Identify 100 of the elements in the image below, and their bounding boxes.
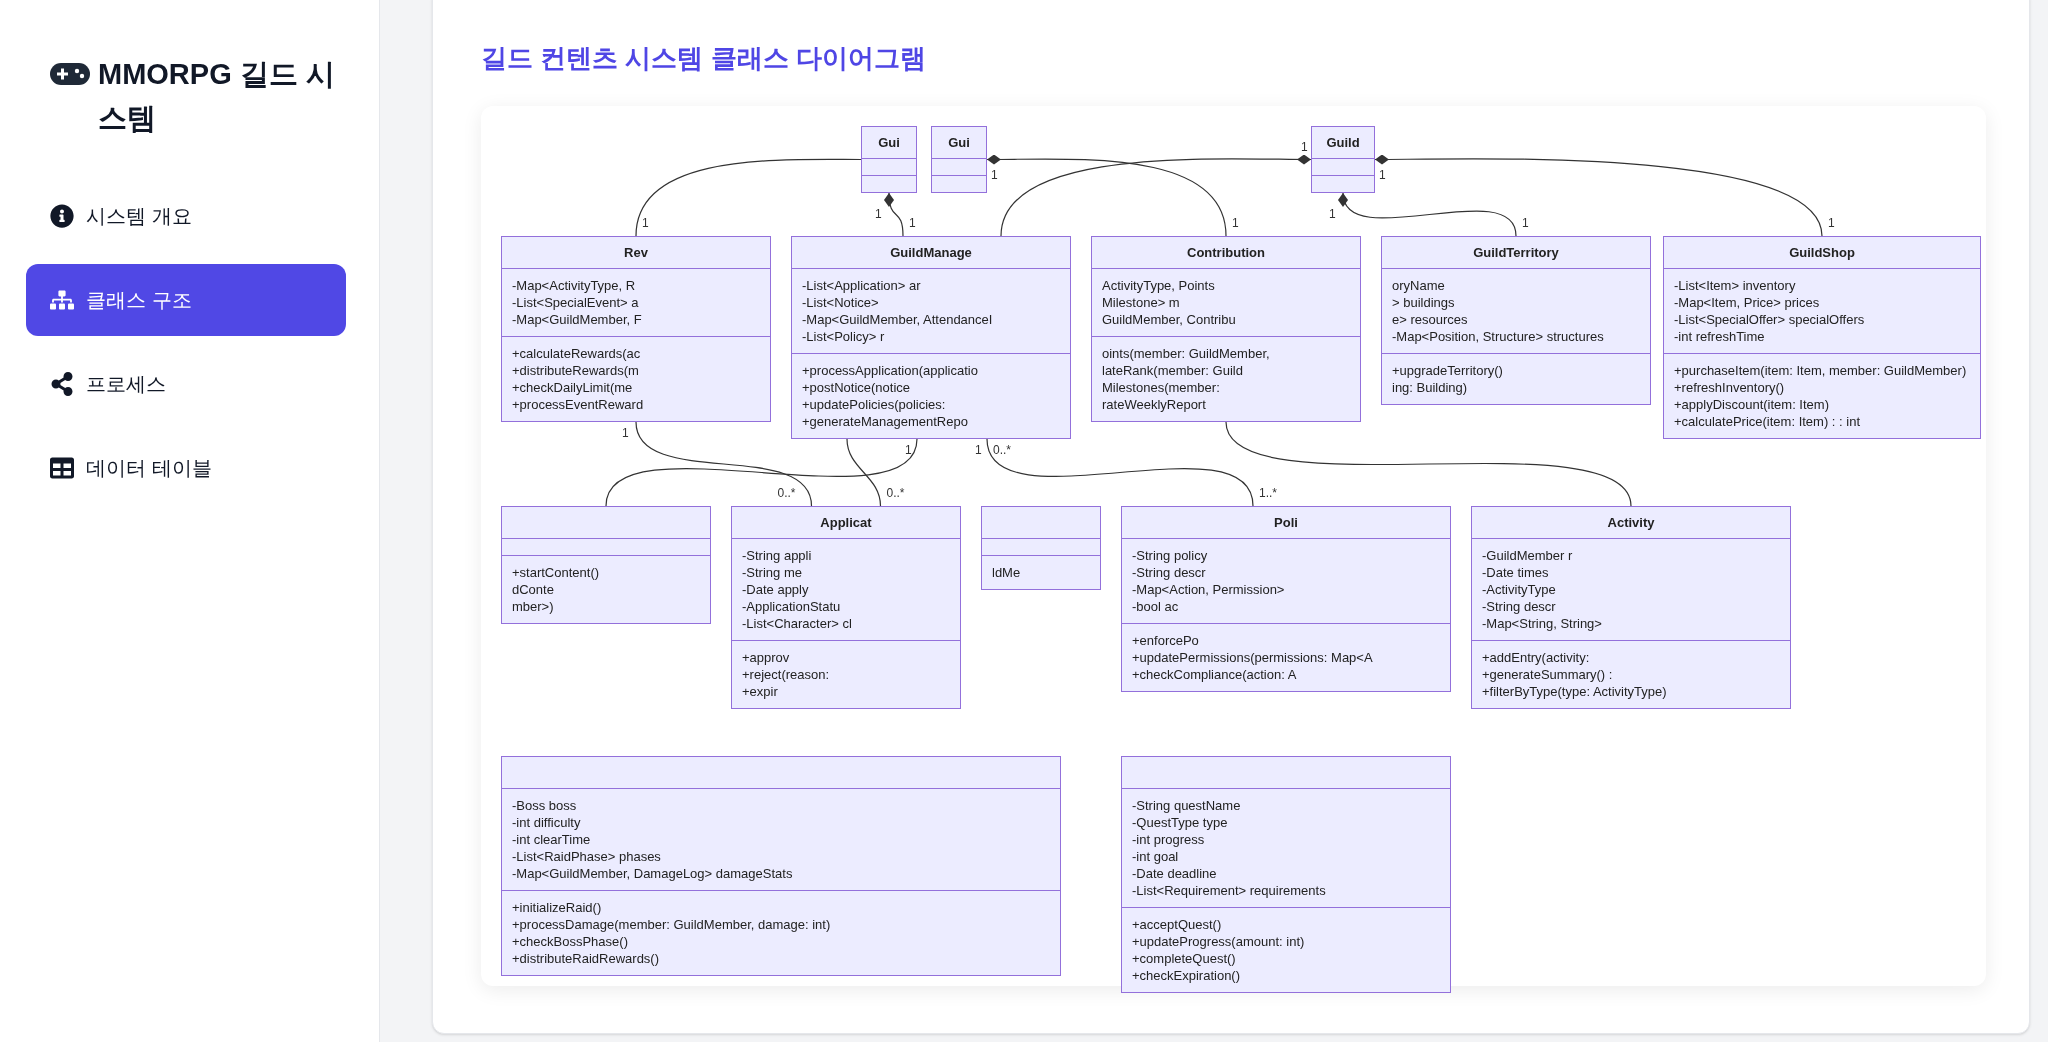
method-text: +postNotice(notice [802, 379, 911, 396]
method-text: +checkBossPhase() [512, 933, 628, 950]
class-box [1121, 506, 1451, 692]
attribute-text: oryName [1392, 277, 1445, 294]
method-text: mber>) [512, 598, 554, 615]
nav-item: 프로세스 [26, 348, 346, 420]
method-text: +refreshInventory() [1674, 379, 1785, 396]
nav-item: 클래스 구조 [26, 264, 346, 336]
method-text: +expir [742, 683, 778, 700]
class-box [501, 756, 1061, 976]
class-box [1663, 236, 1981, 439]
class-box [931, 126, 987, 193]
attribute-text: -List<Notice> [802, 294, 879, 311]
association-line [635, 421, 813, 507]
class-name: Poli [1274, 514, 1298, 531]
composition-line [986, 154, 1227, 237]
attribute-text: -String appli [742, 547, 812, 564]
method-text: +filterByType(type: ActivityType) [1482, 683, 1667, 700]
attribute-text: -int clearTime [512, 831, 591, 848]
composition-line [884, 192, 904, 237]
attribute-text: ActivityType, Points [1102, 277, 1215, 294]
attribute-text: -List<Application> ar [802, 277, 921, 294]
method-text: dConte [512, 581, 554, 598]
multiplicity-label: 0..* [886, 486, 905, 500]
attribute-text: -Map<GuildMember, F [512, 311, 642, 328]
attribute-text: -List<RaidPhase> phases [512, 848, 661, 865]
multiplicity-label: 1 [1329, 207, 1336, 221]
composition-line [1339, 192, 1517, 237]
multiplicity-label: 1 [1379, 167, 1386, 182]
attribute-text: > buildings [1392, 294, 1455, 311]
method-text: +acceptQuest() [1132, 916, 1222, 933]
class-box [501, 506, 711, 624]
method-text: +updatePolicies(policies: [802, 396, 946, 413]
multiplicity-label: 1 [1828, 216, 1835, 230]
attribute-text: e> resources [1392, 311, 1468, 328]
attribute-text: -String descr [1132, 564, 1206, 581]
attribute-text: -List<Requirement> requirements [1132, 882, 1326, 899]
attribute-text: -Map<Item, Price> prices [1674, 294, 1820, 311]
method-text: lateRank(member: Guild [1102, 362, 1243, 379]
multiplicity-label: 1 [905, 443, 912, 457]
class-box [861, 126, 917, 193]
attribute-text: -int refreshTime [1674, 328, 1765, 345]
attribute-text: -Date times [1482, 564, 1549, 581]
attribute-text: -Boss boss [512, 797, 577, 814]
attribute-text: -int goal [1132, 848, 1179, 865]
multiplicity-label: 0..* [777, 486, 796, 500]
attribute-text: -ActivityType [1482, 581, 1556, 598]
class-name: Gui [878, 134, 900, 151]
attribute-text: -Date deadline [1132, 865, 1217, 882]
multiplicity-label: 1 [1522, 216, 1529, 230]
method-text: oints(member: GuildMember, [1102, 345, 1270, 362]
method-text: +generateManagementRepo [802, 413, 968, 430]
attribute-text: -int difficulty [512, 814, 581, 831]
class-name: GuildTerritory [1473, 244, 1559, 261]
nav-item: 시스템 개요 [26, 180, 346, 252]
method-text: +checkExpiration() [1132, 967, 1241, 984]
method-text: +upgradeTerritory() [1392, 362, 1503, 379]
nav-item: 데이터 테이블 [26, 432, 346, 504]
method-text: +generateSummary() : [1482, 666, 1613, 683]
attribute-text: -List<Item> inventory [1674, 277, 1796, 294]
attribute-text: Milestone> m [1102, 294, 1180, 311]
attribute-text: -String policy [1132, 547, 1208, 564]
class-box [501, 236, 771, 422]
class-name: Contribution [1187, 244, 1265, 261]
attribute-text: -Date apply [742, 581, 809, 598]
multiplicity-label: 1 [875, 207, 882, 221]
method-text: +enforcePo [1132, 632, 1199, 649]
multiplicity-label: 1 [1301, 139, 1308, 154]
multiplicity-label: 1 [642, 216, 649, 230]
class-name: Guild [1326, 134, 1360, 151]
class-box [731, 506, 961, 709]
method-text: +distributeRewards(m [512, 362, 639, 379]
class-box [981, 506, 1101, 590]
multiplicity-label: 1 [991, 167, 998, 182]
attribute-text: -List<SpecialEvent> a [512, 294, 639, 311]
class-name: Gui [948, 134, 970, 151]
attribute-text: -ApplicationStatu [742, 598, 841, 615]
class-name: GuildShop [1789, 244, 1855, 261]
multiplicity-label: 0..* [993, 443, 1011, 457]
method-text: +calculatePrice(item: Item) : : int [1674, 413, 1861, 430]
method-text: +reject(reason: [742, 666, 830, 683]
attribute-text: GuildMember, Contribu [1102, 311, 1236, 328]
class-box [1091, 236, 1361, 422]
attribute-text: -Map<String, String> [1482, 615, 1602, 632]
attribute-text: -Map<Action, Permission> [1132, 581, 1285, 598]
composition-line [1000, 154, 1312, 237]
attribute-text: -Map<GuildMember, DamageLog> damageStats [512, 865, 793, 882]
class-name: Rev [624, 244, 648, 261]
multiplicity-label: 1 [1232, 216, 1239, 230]
method-text: +applyDiscount(item: Item) [1674, 396, 1829, 413]
class-name: Applicat [820, 514, 872, 531]
class-name: Activity [1607, 514, 1655, 531]
attribute-text: -List<SpecialOffer> specialOffers [1674, 311, 1865, 328]
method-text: +initializeRaid() [512, 899, 602, 916]
method-text: Milestones(member: [1102, 379, 1220, 396]
method-text: +distributeRaidRewards() [512, 950, 660, 967]
method-text: +calculateRewards(ac [512, 345, 641, 362]
attribute-text: -QuestType type [1132, 814, 1228, 831]
association-line [1225, 421, 1632, 507]
attribute-text: -String descr [1482, 598, 1556, 615]
